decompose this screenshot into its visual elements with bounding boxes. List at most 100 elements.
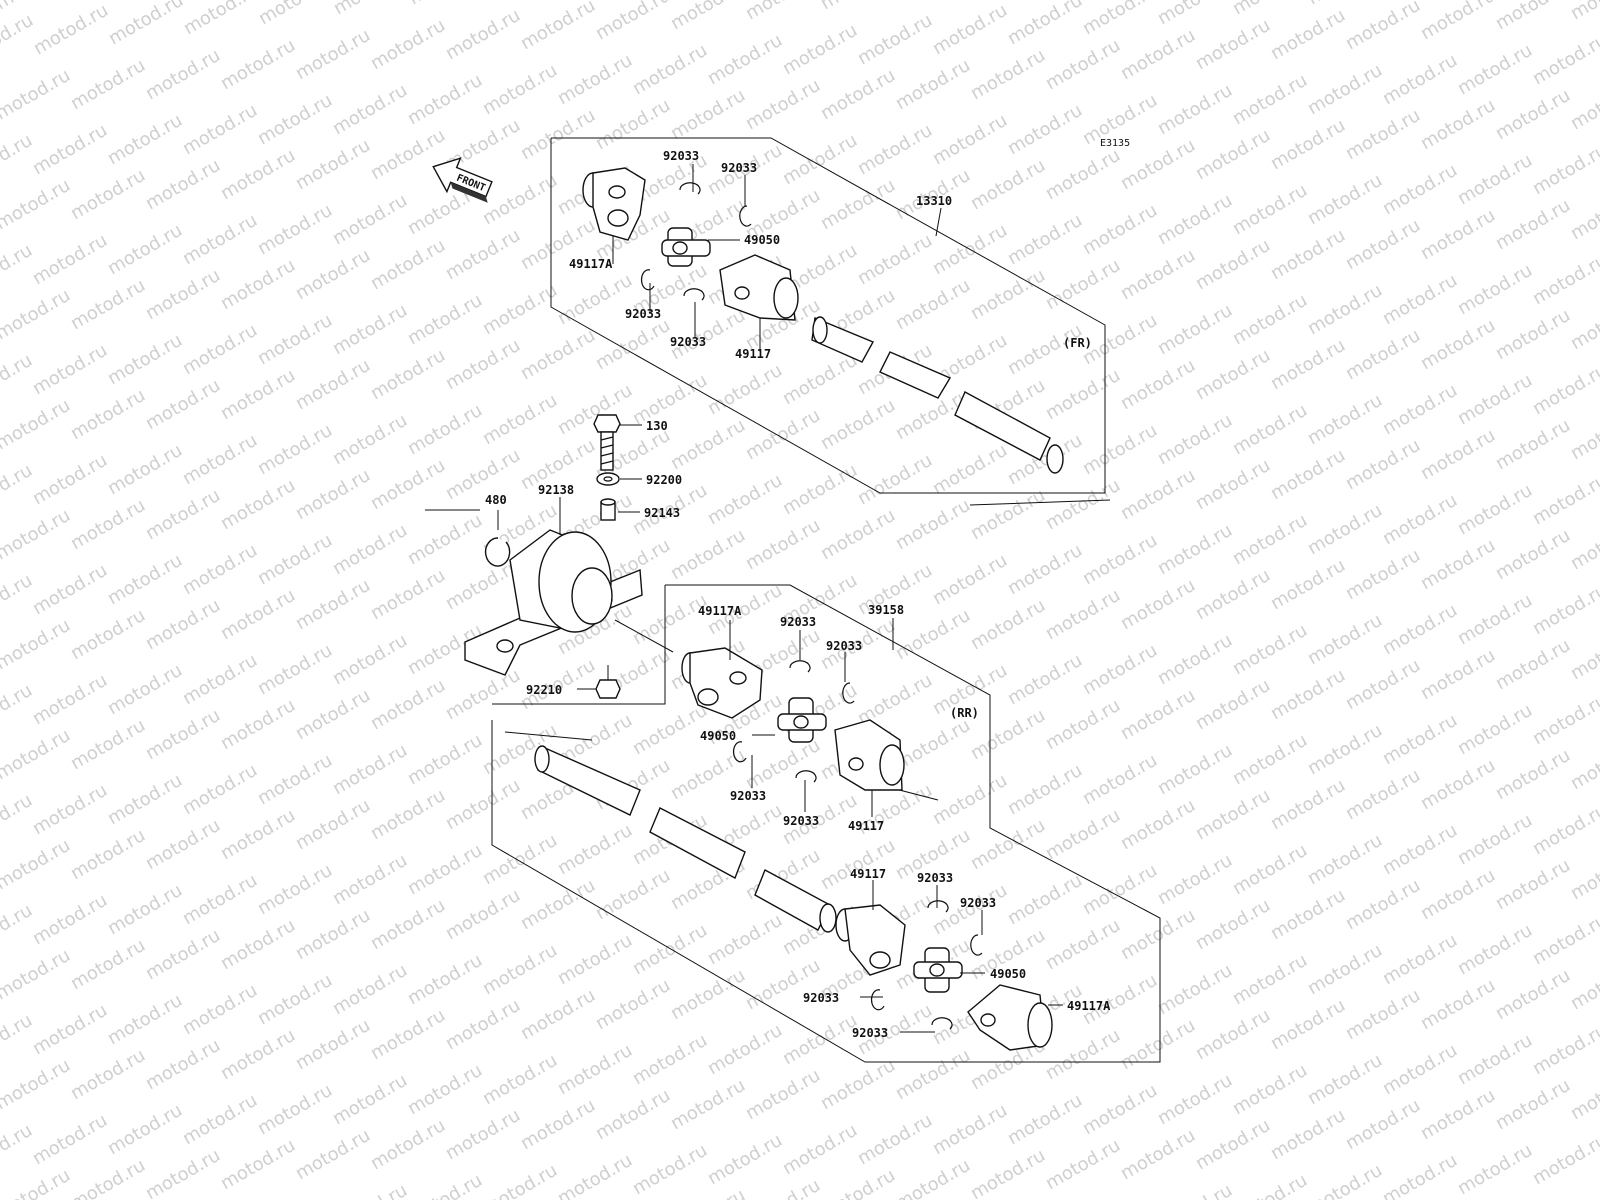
watermark-text: motod.ru: [1042, 695, 1124, 754]
watermark-text: motod.ru: [67, 715, 149, 774]
watermark-text: motod.ru: [1567, 405, 1600, 464]
watermark-text: motod.ru: [1342, 545, 1424, 604]
label-49117: 49117: [735, 347, 771, 361]
collar-92143: [600, 498, 616, 521]
watermark-text: motod.ru: [142, 375, 224, 434]
watermark-text: motod.ru: [254, 1080, 336, 1139]
watermark-text: motod.ru: [704, 360, 786, 419]
watermark-text: motod.ru: [1492, 635, 1574, 694]
label-92033: 92033: [852, 1026, 888, 1040]
watermark-text: motod.ru: [1529, 580, 1600, 639]
nut-92210: [595, 679, 621, 699]
circlip-480: [484, 537, 511, 567]
watermark-text: motod.ru: [1004, 760, 1086, 819]
watermark-text: motod.ru: [667, 1185, 749, 1200]
label-49117: 49117: [850, 867, 886, 881]
watermark-text: motod.ru: [217, 585, 299, 644]
watermark-text: motod.ru: [1042, 585, 1124, 644]
watermark-text: motod.ru: [329, 1180, 411, 1200]
watermark-text: motod.ru: [592, 0, 674, 44]
watermark-text: motod.ru: [1567, 955, 1600, 1014]
watermark-text: motod.ru: [1342, 325, 1424, 384]
watermark-text: motod.ru: [892, 55, 974, 114]
watermark-text: motod.ru: [105, 0, 187, 49]
watermark-text: motod.ru: [1304, 390, 1386, 449]
circlip-rear-4: [795, 770, 817, 783]
watermark-text: motod.ru: [29, 1110, 111, 1169]
watermark-text: motod.ru: [479, 830, 561, 889]
watermark-text: motod.ru: [1304, 720, 1386, 779]
watermark-text: motod.ru: [742, 405, 824, 464]
watermark-text: motod.ru: [1117, 1015, 1199, 1074]
watermark-text: motod.ru: [254, 640, 336, 699]
watermark-text: motod.ru: [892, 605, 974, 664]
watermark-text: motod.ru: [517, 325, 599, 384]
watermark-text: motod.ru: [0, 945, 74, 1004]
watermark-text: motod.ru: [704, 470, 786, 529]
watermark-text: motod.ru: [1004, 0, 1086, 49]
watermark-text: motod.ru: [329, 630, 411, 689]
watermark-text: motod.ru: [217, 365, 299, 424]
watermark-text: motod.ru: [142, 815, 224, 874]
watermark-text: motod.ru: [1117, 25, 1199, 84]
circlip-front-1: [679, 182, 701, 195]
label-92033: 92033: [721, 161, 757, 175]
watermark-text: motod.ru: [1417, 975, 1499, 1034]
watermark-text: motod.ru: [1529, 30, 1600, 89]
watermark-text: motod.ru: [29, 780, 111, 839]
bearing-group: [425, 414, 674, 705]
watermark-text: motod.ru: [1417, 755, 1499, 814]
yoke-49117a-front: [582, 167, 646, 241]
watermark-text: motod.ru: [592, 975, 674, 1034]
watermark-text: motod.ru: [254, 420, 336, 479]
watermark-text: motod.ru: [179, 540, 261, 599]
watermark-text: motod.ru: [629, 370, 711, 429]
watermark-text: motod.ru: [404, 1170, 486, 1200]
watermark-text: motod.ru: [1342, 765, 1424, 824]
watermark-text: motod.ru: [442, 445, 524, 504]
rear-group-frame: [491, 584, 1161, 1063]
watermark-text: motod.ru: [442, 995, 524, 1054]
watermark-text: motod.ru: [142, 155, 224, 214]
watermark-text: motod.ru: [1567, 625, 1600, 684]
watermark-text: motod.ru: [592, 95, 674, 154]
watermark-text: motod.ru: [255, 0, 337, 29]
watermark-text: motod.ru: [1417, 315, 1499, 374]
circlip-rear-3: [732, 741, 747, 763]
watermark-text: motod.ru: [254, 970, 336, 1029]
watermark-text: motod.ru: [854, 10, 936, 69]
watermark-text: motod.ru: [1042, 475, 1124, 534]
watermark-text: motod.ru: [892, 275, 974, 334]
watermark-text: motod.ru: [1492, 745, 1574, 804]
watermark-text: motod.ru: [104, 990, 186, 1049]
watermark-text: motod.ru: [1154, 0, 1236, 29]
watermark-text: motod.ru: [292, 575, 374, 634]
watermark-text: motod.ru: [1154, 740, 1236, 799]
watermark-text: motod.ru: [1229, 0, 1311, 19]
watermark-text: motod.ru: [67, 55, 149, 114]
yoke-49117-front: [719, 254, 799, 321]
label-92033: 92033: [730, 789, 766, 803]
label-49117a: 49117A: [698, 604, 742, 618]
label-92033: 92033: [670, 335, 706, 349]
label-480: 480: [485, 493, 507, 507]
watermark-text: motod.ru: [67, 935, 149, 994]
watermark-text: motod.ru: [967, 485, 1049, 544]
watermark-text: motod.ru: [1304, 0, 1386, 9]
watermark-text: motod.ru: [1454, 1140, 1536, 1199]
watermark-text: motod.ru: [779, 1120, 861, 1179]
watermark-text: motod.ru: [1529, 910, 1600, 969]
bearing-frame: [492, 585, 666, 705]
watermark-text: motod.ru: [0, 175, 74, 234]
watermark-text: motod.ru: [442, 775, 524, 834]
watermark-text: motod.ru: [1042, 365, 1124, 424]
watermark-text: motod.ru: [667, 0, 749, 34]
circlip-front-4: [683, 288, 705, 301]
watermark-text: motod.ru: [1417, 865, 1499, 924]
watermark-text: motod.ru: [1117, 685, 1199, 744]
watermark-text: motod.ru: [0, 505, 74, 564]
watermark-text: motod.ru: [142, 485, 224, 544]
watermark-text: motod.ru: [742, 735, 824, 794]
watermark-text: motod.ru: [667, 525, 749, 584]
watermark-text: motod.ru: [1567, 0, 1600, 24]
